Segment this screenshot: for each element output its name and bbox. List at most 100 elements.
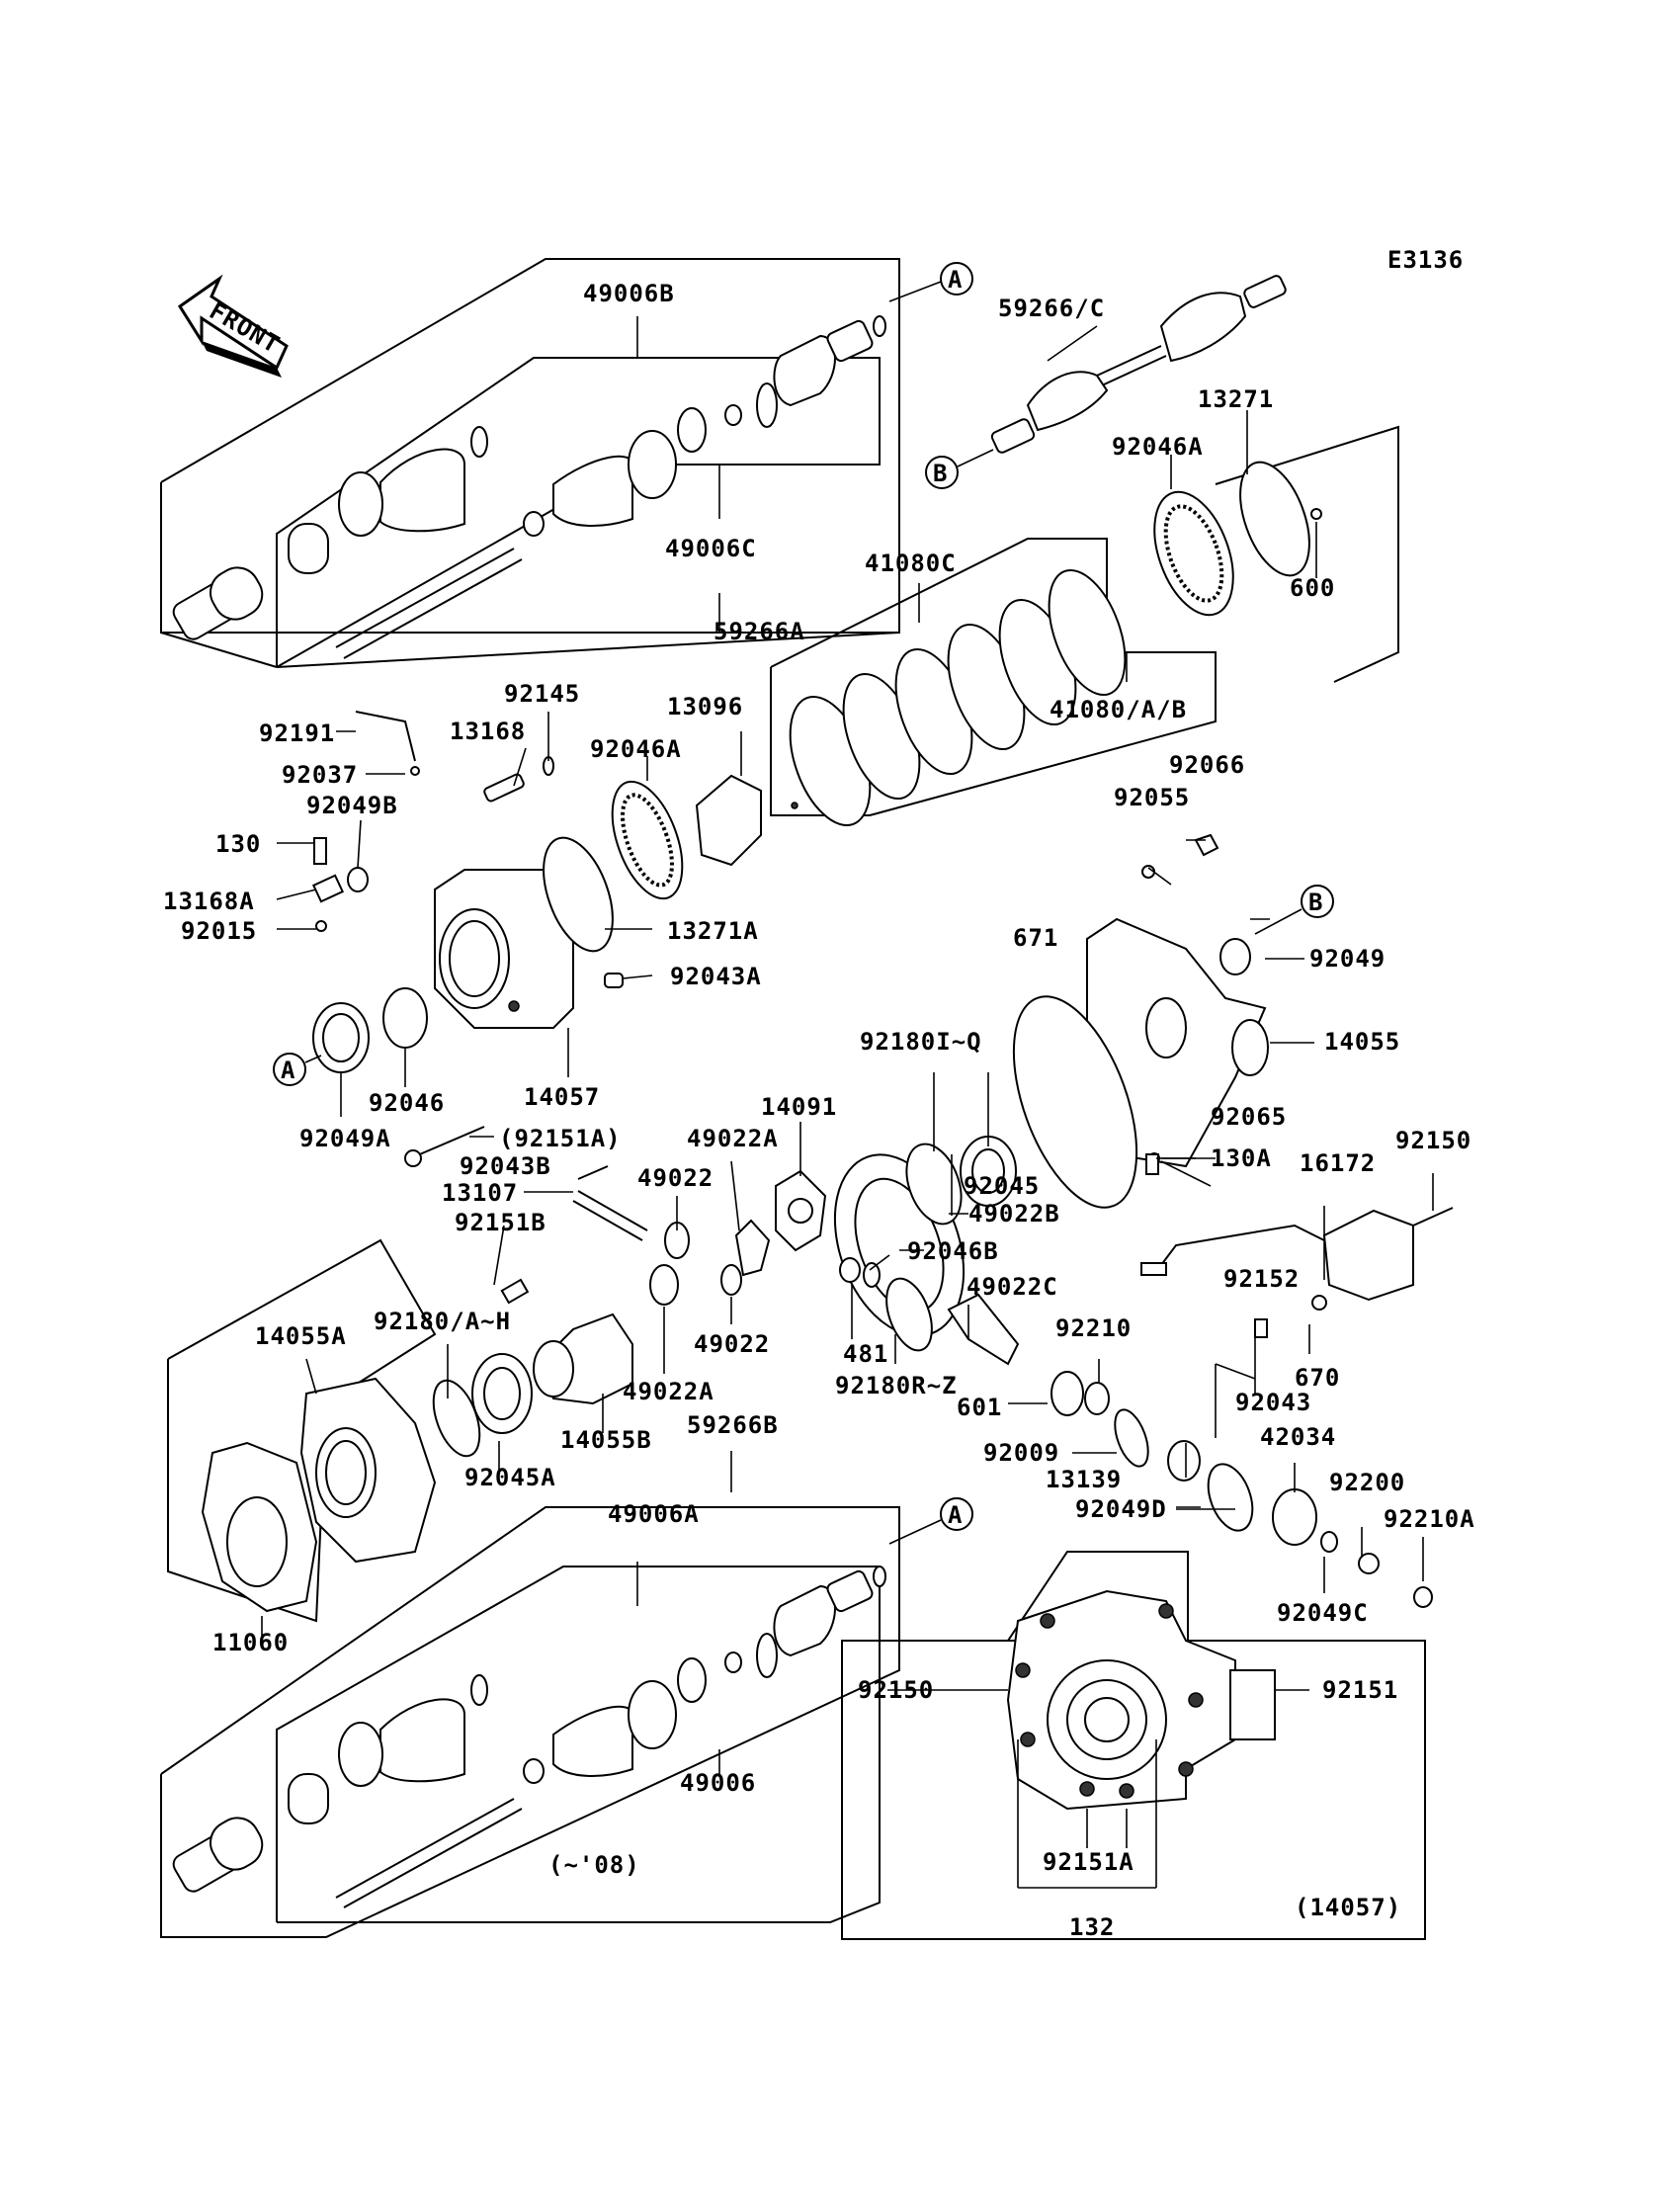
part-labels: E3136 49006B 49006C 59266A 59266/C 13271… [163, 246, 1475, 1941]
label-92151a-inset: 92151A [1043, 1848, 1134, 1876]
label-92145: 92145 [504, 680, 580, 708]
label-92055: 92055 [1114, 784, 1190, 811]
label-92046: 92046 [369, 1089, 445, 1117]
housing-14055a [201, 1278, 633, 1613]
label-41080ab: 41080/A/B [1050, 696, 1187, 723]
label-49022c: 49022C [966, 1273, 1058, 1301]
label-13168a: 13168A [163, 888, 255, 915]
frame-upper-driveshaft [160, 258, 900, 668]
label-08: (~'08) [548, 1851, 640, 1879]
upper-driveshaft-parts [172, 315, 886, 659]
label-92043b: 92043B [460, 1152, 551, 1180]
label-92015: 92015 [181, 917, 257, 945]
label-92045a: 92045A [464, 1464, 556, 1491]
label-92043: 92043 [1235, 1389, 1311, 1416]
label-42034: 42034 [1260, 1423, 1336, 1451]
sensor-16172 [1140, 1207, 1454, 1338]
label-92049d: 92049D [1075, 1495, 1167, 1523]
label-92180rz: 92180R~Z [835, 1372, 958, 1399]
callout-a-left: A [273, 1053, 322, 1086]
label-670: 670 [1295, 1364, 1340, 1392]
label-11060: 11060 [212, 1629, 289, 1656]
axle-59266c [990, 275, 1287, 454]
label-92046b: 92046B [907, 1237, 999, 1265]
housing-14055 [1012, 833, 1269, 1209]
label-59266c: 59266/C [998, 295, 1105, 322]
lower-driveshaft-parts [172, 1566, 886, 1908]
washers-13271-92046a [1153, 461, 1322, 617]
label-92045: 92045 [964, 1172, 1040, 1200]
label-92150-top: 92150 [1395, 1127, 1471, 1154]
frame-clutch-pack [770, 538, 1217, 816]
label-49006: 49006 [680, 1769, 756, 1797]
label-13271a: 13271A [667, 917, 759, 945]
label-49022a-bottom: 49022A [623, 1378, 714, 1405]
label-92180ah: 92180/A~H [374, 1308, 511, 1335]
label-671: 671 [1013, 924, 1058, 952]
label-92049: 92049 [1309, 945, 1386, 973]
label-14057: 14057 [524, 1083, 600, 1111]
housing-14057 [311, 711, 762, 1167]
label-92151b: 92151B [455, 1209, 546, 1236]
svg-text:A: A [281, 1057, 295, 1084]
svg-text:A: A [948, 266, 963, 294]
label-59266b: 59266B [687, 1411, 779, 1439]
label-14057-paren: (14057) [1295, 1894, 1401, 1921]
label-92049a: 92049A [299, 1125, 391, 1152]
callout-b-axle: B [925, 449, 994, 489]
label-16172: 16172 [1300, 1149, 1376, 1177]
label-49022b: 49022B [968, 1200, 1060, 1228]
label-92009: 92009 [983, 1439, 1059, 1467]
frame-13271 [1215, 425, 1399, 683]
label-92046a-top: 92046A [1112, 433, 1204, 461]
label-600: 600 [1290, 574, 1335, 602]
label-49022-bottom: 49022 [694, 1330, 770, 1358]
callout-a-top: A [888, 262, 973, 302]
label-49006a: 49006A [608, 1500, 700, 1528]
label-49006c: 49006C [665, 535, 757, 562]
label-13096: 13096 [667, 693, 743, 720]
label-481: 481 [843, 1340, 888, 1368]
front-arrow-icon: FRONT [177, 274, 289, 378]
label-130: 130 [215, 830, 261, 858]
label-601: 601 [957, 1394, 1002, 1421]
label-49022-top: 49022 [637, 1164, 714, 1192]
label-13139: 13139 [1046, 1466, 1122, 1493]
label-92191: 92191 [259, 720, 335, 747]
callout-b-right: B [1254, 885, 1334, 935]
label-92037: 92037 [282, 761, 358, 789]
callout-a-bottom: A [888, 1497, 973, 1545]
label-49006b: 49006B [583, 280, 675, 307]
label-14055b: 14055B [560, 1426, 652, 1454]
label-92210: 92210 [1055, 1314, 1132, 1342]
clutch-pack-41080 [789, 568, 1127, 827]
label-41080c: 41080C [865, 550, 957, 577]
label-49022a-top: 49022A [687, 1125, 779, 1152]
label-92065: 92065 [1211, 1103, 1287, 1131]
label-132: 132 [1069, 1913, 1115, 1941]
label-14055: 14055 [1324, 1028, 1400, 1056]
svg-text:B: B [1308, 889, 1323, 916]
label-13271: 13271 [1198, 385, 1274, 413]
label-13107: 13107 [442, 1179, 518, 1207]
label-92043a: 92043A [670, 963, 762, 990]
label-92049b: 92049B [306, 792, 398, 819]
differential-parts [572, 1136, 1433, 1608]
svg-text:B: B [933, 460, 948, 487]
label-92210a: 92210A [1384, 1505, 1475, 1533]
label-92066: 92066 [1169, 751, 1245, 779]
leader-lines [261, 316, 1434, 1889]
label-92200: 92200 [1329, 1469, 1405, 1496]
label-14055a: 14055A [255, 1322, 347, 1350]
label-92152: 92152 [1223, 1265, 1300, 1293]
inset-housing-14057 [1006, 1589, 1276, 1811]
svg-text:A: A [948, 1501, 963, 1529]
label-92151a-paren: (92151A) [499, 1125, 622, 1152]
label-59266a: 59266A [714, 618, 805, 645]
label-14091: 14091 [761, 1093, 837, 1121]
label-13168: 13168 [450, 718, 526, 745]
label-92151-inset: 92151 [1322, 1676, 1398, 1704]
label-92049c: 92049C [1277, 1599, 1369, 1627]
